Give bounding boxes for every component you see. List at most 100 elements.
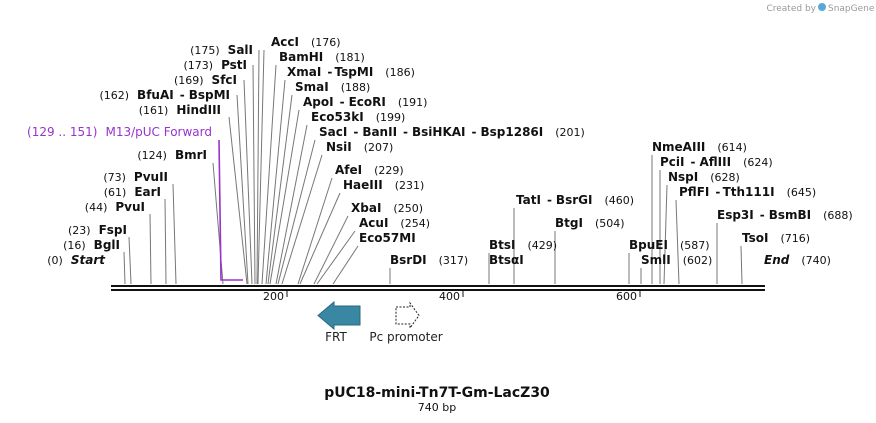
site-alt-name: BsrGI: [556, 193, 593, 207]
map-subtitle: 740 bp: [418, 401, 456, 414]
site-pos: (173): [183, 59, 213, 72]
site-name: XbaI: [351, 201, 381, 215]
pc-promoter-arrow[interactable]: [395, 301, 420, 330]
site-label-apoi[interactable]: ApoI-EcoRI(191): [303, 95, 427, 109]
scale-label-200: 200: [263, 290, 284, 303]
site-pos: (175): [190, 44, 220, 57]
site-label-esp3i[interactable]: Esp3I-BsmBI(688): [717, 208, 853, 222]
site-name: TatI: [516, 193, 541, 207]
start-label[interactable]: (0)Start: [47, 253, 106, 267]
site-label-acui[interactable]: AcuI(254): [359, 216, 430, 230]
site-label-smli[interactable]: SmlI (602): [641, 253, 712, 267]
site-name: SmlI: [641, 253, 671, 267]
site-name: PvuII: [134, 170, 168, 184]
site-label-haeiii[interactable]: HaeIII (231): [343, 178, 424, 192]
site-label-fspi[interactable]: (23)FspI: [68, 223, 127, 237]
site-label-bamhi[interactable]: BamHI(181): [279, 50, 365, 64]
site-label-eco57mi[interactable]: Eco57MI: [359, 231, 416, 245]
site-name: PvuI: [115, 200, 145, 214]
site-pos: (231): [395, 179, 425, 192]
site-name: NsiI: [326, 140, 352, 154]
site-label-eco53ki[interactable]: Eco53kI (199): [311, 110, 405, 124]
site-pos: (460): [604, 194, 634, 207]
site-pos: (23): [68, 224, 91, 237]
site-label-tsoi[interactable]: TsoI(716): [742, 231, 810, 245]
site-pos: (186): [385, 66, 415, 79]
pc-promoter-label: Pc promoter: [369, 330, 442, 344]
site-alt-name: AflIII: [699, 155, 731, 169]
site-name: BmrI: [175, 148, 207, 162]
site-label-psti[interactable]: (173)PstI: [183, 58, 247, 72]
site-label-eari[interactable]: (61)EarI: [104, 185, 161, 199]
site-label-btsai[interactable]: BtsαI: [489, 253, 524, 267]
site-name: PciI: [660, 155, 685, 169]
site-pos: (645): [787, 186, 817, 199]
site-pos: (229): [374, 164, 404, 177]
site-pos: (429): [528, 239, 558, 252]
site-pos: (317): [439, 254, 469, 267]
frt-label: FRT: [325, 330, 347, 344]
site-alt-name: EcoRI: [349, 95, 386, 109]
site-label-nmeaiii[interactable]: NmeAIII(614): [652, 140, 747, 154]
site-label-bgli[interactable]: (16)BglI: [63, 238, 120, 252]
primer-name: M13/pUC Forward: [105, 125, 212, 139]
site-label-tati[interactable]: TatI-BsrGI(460): [516, 193, 634, 207]
primer-label[interactable]: (129 .. 151)M13/pUC Forward: [27, 125, 212, 139]
site-label-xmai[interactable]: XmaI-TspMI(186): [287, 65, 415, 79]
site-label-pflfi[interactable]: PflFI-Tth111I(645): [679, 185, 816, 199]
site-label-saci[interactable]: SacI-BanII-BsiHKAI-Bsp1286I(201): [319, 125, 585, 139]
site-label-sali[interactable]: (175) SalI: [190, 43, 253, 57]
site-label-xbai[interactable]: XbaI(250): [351, 201, 423, 215]
site-label-hindiii[interactable]: (161) HindIII: [139, 103, 221, 117]
site-label-acci[interactable]: AccI(176): [271, 35, 341, 49]
site-name: Eco53kI: [311, 110, 364, 124]
site-name: TsoI: [742, 231, 768, 245]
site-label-bfuai[interactable]: (162)BfuAI-BspMI: [99, 88, 230, 102]
site-label-bmri[interactable]: (124)BmrI: [137, 148, 207, 162]
site-pos: (176): [311, 36, 341, 49]
site-pos: (162): [99, 89, 129, 102]
site-pos: (161): [139, 104, 169, 117]
frt-feature-arrow[interactable]: [317, 300, 361, 331]
site-label-bsrdi[interactable]: BsrDI(317): [390, 253, 468, 267]
site-pos: (602): [683, 254, 713, 267]
site-pos: (44): [85, 201, 108, 214]
site-label-afei[interactable]: AfeI(229): [335, 163, 404, 177]
site-pos: (614): [717, 141, 747, 154]
site-name: SfcI: [212, 73, 237, 87]
site-pos: (254): [400, 217, 430, 230]
site-pos: (16): [63, 239, 86, 252]
site-label-pvui[interactable]: (44) PvuI: [85, 200, 145, 214]
site-alt-name-3: Bsp1286I: [481, 125, 544, 139]
site-label-btgi[interactable]: BtgI(504): [555, 216, 625, 230]
site-name: SalI: [228, 43, 253, 57]
site-pos: (201): [555, 126, 585, 139]
site-label-pvuii[interactable]: (73)PvuII: [103, 170, 168, 184]
site-label-bpuei[interactable]: BpuEI(587): [629, 238, 710, 252]
site-label-btsi[interactable]: BtsI(429): [489, 238, 557, 252]
site-name: BtsαI: [489, 253, 524, 267]
site-name: BfuAI: [137, 88, 174, 102]
map-title: pUC18-mini-Tn7T-Gm-LacZ30: [324, 385, 550, 401]
site-alt-name: TspMI: [335, 65, 374, 79]
site-label-smai[interactable]: SmaI(188): [295, 80, 370, 94]
site-name: Esp3I: [717, 208, 754, 222]
site-pos: (191): [398, 96, 428, 109]
site-name: EarI: [134, 185, 161, 199]
site-name: HaeIII: [343, 178, 383, 192]
site-label-sfci[interactable]: (169) SfcI: [174, 73, 237, 87]
primer-arrow: [218, 139, 243, 281]
site-label-nsii[interactable]: NsiI(207): [326, 140, 393, 154]
site-label-pcii[interactable]: PciI-AflIII(624): [660, 155, 773, 169]
end-label[interactable]: End(740): [764, 253, 831, 267]
site-name: BtgI: [555, 216, 583, 230]
site-pos: (199): [376, 111, 406, 124]
site-pos: (688): [823, 209, 853, 222]
site-label-nspi[interactable]: NspI(628): [668, 170, 740, 184]
site-pos: (624): [743, 156, 773, 169]
site-name: SacI: [319, 125, 347, 139]
site-pos: (169): [174, 74, 204, 87]
site-name: HindIII: [176, 103, 221, 117]
site-name: NspI: [668, 170, 698, 184]
